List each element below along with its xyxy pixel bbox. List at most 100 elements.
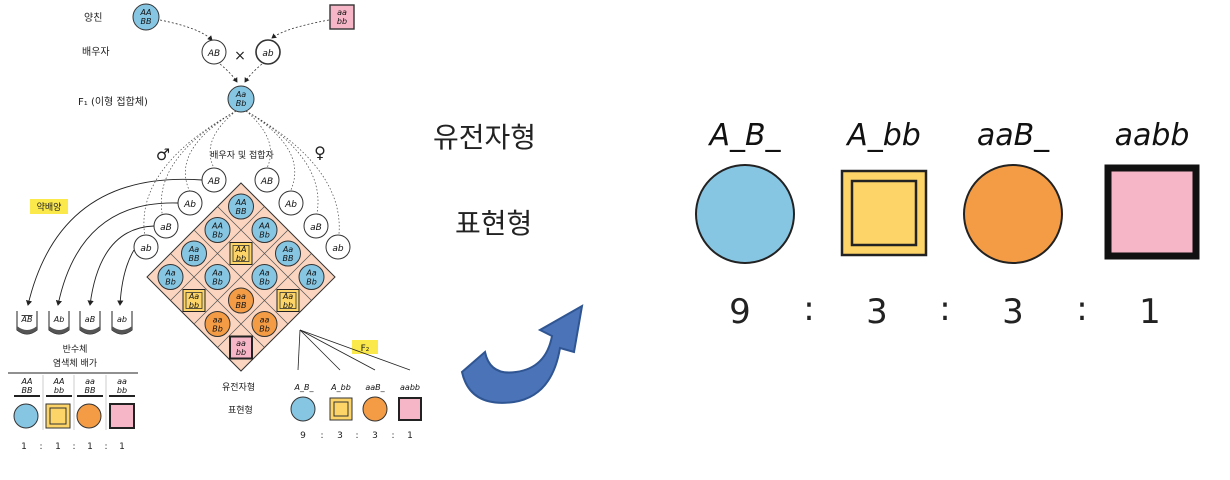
- arrow-parent-gamete-right: [271, 19, 330, 39]
- female-gamete-circle: [303, 213, 329, 239]
- right-genotype: A_bb: [845, 118, 921, 153]
- female-gamete-circle: [325, 234, 351, 260]
- svg-text::: :: [391, 431, 394, 441]
- punnett-cell-blue: [181, 240, 207, 267]
- female-gamete-circle: [278, 190, 304, 216]
- f1-line1: Aa: [235, 90, 246, 99]
- punnett-cell-genotype: Bb: [212, 231, 223, 240]
- phenotype-pink-square: [398, 397, 422, 421]
- phenotype-blue-circle: [290, 396, 316, 422]
- haploid-geno: aa: [85, 377, 95, 386]
- haploid-ratio: 1 : 1 : 1 : 1: [21, 442, 125, 452]
- svg-text::: :: [104, 442, 107, 452]
- f2-phenotype-label: 표현형: [228, 405, 253, 416]
- punnett-cell-yellow: [229, 242, 253, 265]
- male-gamete-text: AB: [207, 177, 220, 187]
- svg-text:1: 1: [407, 431, 413, 441]
- punnett-cell-genotype: Aa: [305, 269, 316, 278]
- arrow-gamete-f1-left: [219, 63, 238, 83]
- female-gamete-text: Ab: [284, 200, 297, 210]
- f2-genotypes: A_B_ A_bb aaB_ aabb: [294, 383, 420, 392]
- haploid-geno: AA: [53, 377, 65, 386]
- punnett-cell-orange: [228, 287, 254, 314]
- punnett-cell-genotype: AA: [211, 222, 223, 231]
- tube-arrows: [25, 178, 203, 306]
- svg-text::: :: [803, 289, 814, 329]
- gamete-left-circle: [201, 39, 227, 65]
- middle-panel: 유전자형 표현형: [433, 121, 584, 404]
- gamete-left-text: AB: [207, 49, 220, 59]
- svg-text:1: 1: [1139, 292, 1161, 332]
- punnett-cell-genotype: AA: [235, 198, 247, 207]
- haploid-label: 반수체: [63, 344, 88, 355]
- f2-genotype: aaB_: [365, 383, 385, 392]
- f2-fan-lines: [297, 329, 411, 371]
- culture-tube: ab: [111, 311, 133, 335]
- punnett-cell-genotype: bb: [189, 301, 199, 310]
- phenotype-yellow-square: [329, 397, 353, 421]
- arrow-parent-gamete-left: [159, 19, 213, 41]
- curved-arrow-icon: [460, 304, 584, 404]
- punnett-cell-orange: [204, 311, 231, 337]
- parent-left-circle: [132, 3, 160, 31]
- tube-label: AB: [21, 315, 33, 324]
- haploid-phenotypes: [13, 403, 135, 429]
- punnett-gridline: [217, 253, 312, 348]
- punnett-cell-genotype: bb: [236, 254, 246, 263]
- punnett-cell-genotype: Bb: [306, 278, 317, 287]
- punnett-grid: AABBAABbAaBBAaBbAABbAAbbAaBbAabbAaBBAaBb…: [146, 182, 336, 372]
- haploid-geno: BB: [22, 386, 33, 395]
- culture-tube: Ab: [48, 311, 70, 335]
- parents-label: 양친: [84, 12, 102, 24]
- punnett-cell-blue: [204, 217, 231, 243]
- punnett-cell-blue: [251, 264, 278, 290]
- gametes-label: 배우자: [82, 46, 110, 58]
- phenotype-orange-circle: [963, 164, 1063, 264]
- testcross-label: 약배양: [37, 201, 62, 213]
- svg-text:9: 9: [300, 431, 306, 441]
- f2-phenotypes: [290, 396, 422, 422]
- svg-text:3: 3: [866, 292, 888, 332]
- f1-fan-lines: [143, 110, 340, 243]
- punnett-cell-genotype: AA: [258, 222, 270, 231]
- punnett-cell-genotype: AA: [235, 245, 247, 254]
- punnett-cell-genotype: aa: [236, 292, 246, 301]
- punnett-cell-genotype: BB: [189, 254, 200, 263]
- punnett-gridline: [170, 253, 265, 348]
- punnett-cell-pink: [229, 335, 253, 360]
- punnett-cell-genotype: aa: [260, 316, 270, 325]
- punnett-cell-genotype: BB: [236, 301, 247, 310]
- left-panel: 양친 배우자 F₁ (이형 접합체) AA BB aa bb AB × ab A…: [8, 3, 422, 452]
- f1-line2: Bb: [236, 99, 247, 108]
- punnett-cell-genotype: Bb: [259, 278, 270, 287]
- phenotype-orange-circle: [76, 403, 102, 429]
- parent-left-line1: AA: [140, 8, 152, 17]
- svg-text::: :: [939, 289, 950, 329]
- gametes-zygotes-label: 배우자 및 접합자: [210, 149, 274, 161]
- f1-circle: [227, 85, 255, 113]
- culture-tube: AB: [16, 311, 38, 335]
- punnett-cell-genotype: Aa: [258, 269, 269, 278]
- haploid-geno: BB: [85, 386, 96, 395]
- f1-label: F₁ (이형 접합체): [78, 96, 148, 108]
- parent-right-line2: bb: [337, 17, 347, 26]
- culture-tube: aB: [79, 311, 101, 335]
- svg-text:1: 1: [87, 442, 93, 452]
- punnett-cell-genotype: aa: [236, 339, 246, 348]
- punnett-cell-blue: [228, 193, 254, 220]
- culture-tubes: AB Ab aB ab: [16, 311, 133, 335]
- male-symbol: ♂: [156, 145, 170, 164]
- svg-text::: :: [39, 442, 42, 452]
- svg-text::: :: [72, 442, 75, 452]
- f2-label: F₂: [361, 344, 370, 354]
- tube-label: ab: [117, 315, 127, 324]
- right-genotype: aaB_: [977, 118, 1050, 153]
- right-genotype: aabb: [1115, 118, 1190, 153]
- punnett-cell-genotype: Bb: [212, 325, 223, 334]
- punnett-cell-blue: [157, 264, 184, 290]
- haploid-geno: AA: [21, 377, 33, 386]
- male-gamete-text: ab: [140, 244, 152, 254]
- svg-text:3: 3: [1002, 292, 1024, 332]
- right-ratio: 9 : 3 : 3 : 1: [729, 289, 1161, 332]
